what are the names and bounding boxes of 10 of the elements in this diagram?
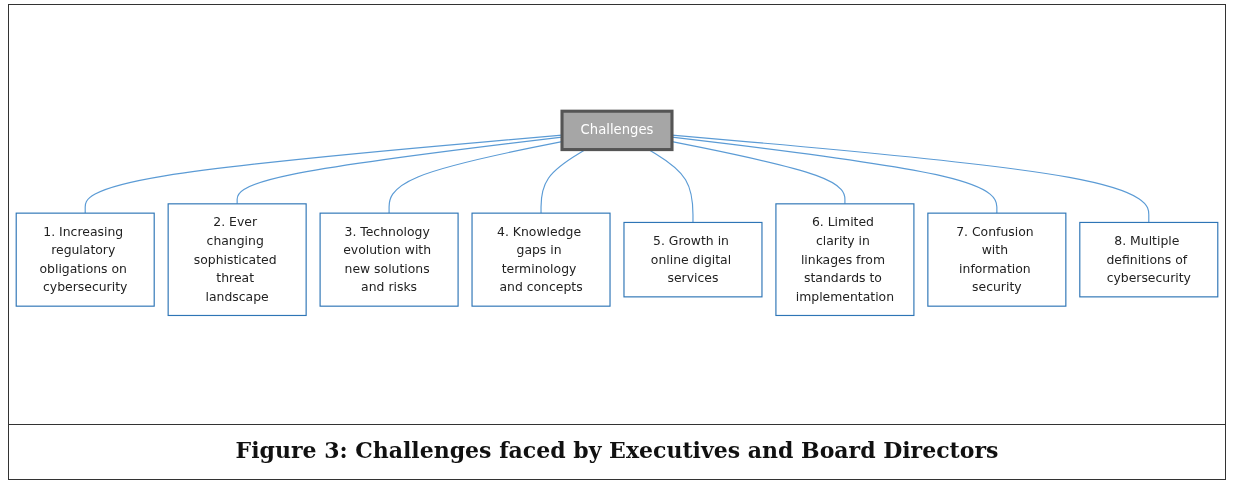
node-box: Challenges bbox=[560, 109, 674, 151]
node-box: 7. Confusion with information security bbox=[927, 212, 1067, 307]
node-box: 4. Knowledge gaps in terminology and concepts bbox=[471, 212, 611, 307]
node-box: 3. Technology evolution with new solutions and risks bbox=[319, 212, 459, 307]
node-box: 1. Increasing regulatory obligations on cybersecurity bbox=[15, 212, 155, 307]
node-box: 5. Growth in online digital services bbox=[623, 221, 763, 298]
node-box: 6. Limited clarity in linkages from standards to implementation bbox=[775, 202, 915, 316]
figure-caption: Figure 3: Challenges faced by Executives and Board Directors bbox=[234, 437, 1000, 463]
node-box: 2. Ever changing sophisticated threat landscape bbox=[167, 202, 307, 316]
node-box: 8. Multiple definitions of cybersecurity bbox=[1079, 221, 1219, 298]
